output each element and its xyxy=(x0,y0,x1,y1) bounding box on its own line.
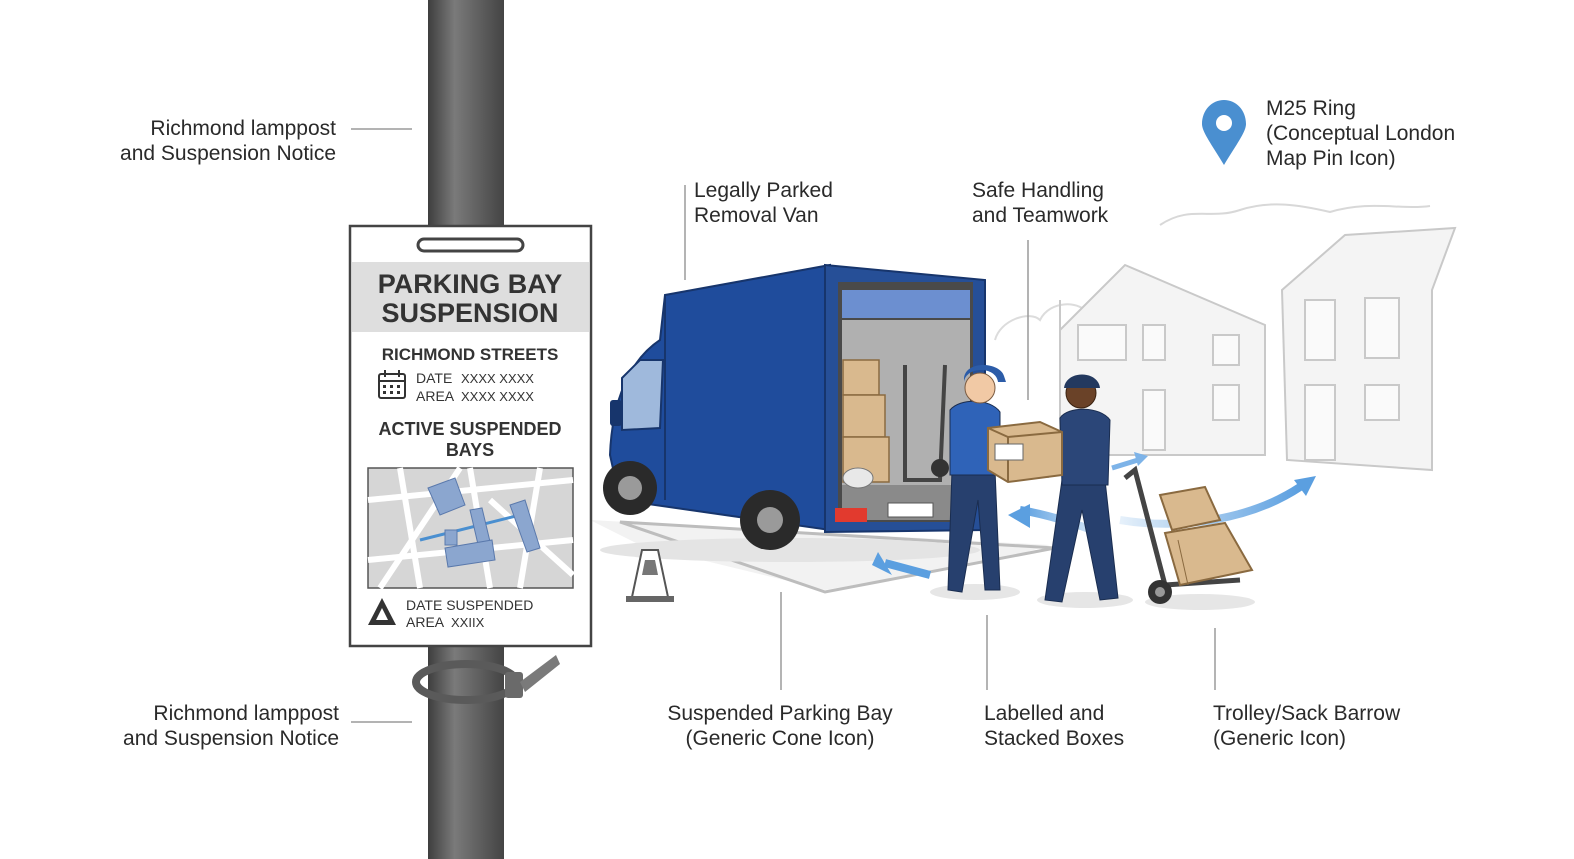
callout-trolley: Trolley/Sack Barrow (Generic Icon) xyxy=(1213,701,1400,751)
sign-active-line1: ACTIVE SUSPENDED xyxy=(378,419,561,439)
sign-active-line2: BAYS xyxy=(446,440,494,460)
sign-title-line2: SUSPENSION xyxy=(381,298,558,328)
sign-area-label: AREA xyxy=(416,388,455,404)
callout-lamppost-bottom-line2: and Suspension Notice xyxy=(123,727,339,750)
worker-left xyxy=(930,365,1020,600)
sign-footer-area-value: XXIIX xyxy=(451,615,485,630)
callout-m25-line2: (Conceptual London xyxy=(1266,122,1456,145)
callout-bay-line1: Suspended Parking Bay xyxy=(667,702,893,725)
sign-footer-area-label: AREA xyxy=(406,614,445,630)
cable-tie xyxy=(412,655,560,704)
callout-lamppost-top: Richmond lamppost and Suspension Notice xyxy=(120,116,336,166)
leader-lines xyxy=(351,128,1216,723)
callout-van-line1: Legally Parked xyxy=(694,179,833,202)
callout-lamppost-bottom: Richmond lamppost and Suspension Notice xyxy=(123,701,339,751)
callout-trolley-line1: Trolley/Sack Barrow xyxy=(1213,702,1401,725)
sign-date-label: DATE xyxy=(416,370,452,386)
house-left xyxy=(1059,263,1266,456)
worker-right xyxy=(1037,374,1133,608)
sign-area-value: XXXX XXXX xyxy=(461,389,534,404)
callout-handling-line1: Safe Handling xyxy=(972,179,1104,202)
callout-boxes-line1: Labelled and xyxy=(984,702,1105,725)
callout-handling-line2: and Teamwork xyxy=(972,204,1109,227)
warning-icon xyxy=(368,598,396,625)
sign-map xyxy=(367,466,576,590)
map-pin-icon xyxy=(1202,100,1246,165)
cloud-outline xyxy=(1159,203,1431,226)
sign-title-line1: PARKING BAY xyxy=(378,269,563,299)
sign-footer-line1: DATE SUSPENDED xyxy=(406,597,533,613)
tree-outline xyxy=(994,303,1091,341)
callout-lamppost-top-line2: and Suspension Notice xyxy=(120,142,336,165)
traffic-cone-icon xyxy=(626,549,674,602)
calendar-icon xyxy=(378,370,406,399)
callout-boxes-line2: Stacked Boxes xyxy=(984,727,1125,750)
callout-bay: Suspended Parking Bay (Generic Cone Icon… xyxy=(640,701,920,751)
callout-van-line2: Removal Van xyxy=(694,204,819,227)
house-right xyxy=(1280,226,1457,472)
callout-bay-line2: (Generic Cone Icon) xyxy=(685,727,875,750)
sack-barrow xyxy=(1123,465,1255,610)
callout-lamppost-bottom-line1: Richmond lamppost xyxy=(153,702,339,725)
callout-lamppost-top-line1: Richmond lamppost xyxy=(150,117,336,140)
callout-m25-line1: M25 Ring xyxy=(1266,97,1356,120)
callout-m25: M25 Ring (Conceptual London Map Pin Icon… xyxy=(1266,96,1455,171)
carried-box xyxy=(987,420,1063,484)
callout-van: Legally Parked Removal Van xyxy=(694,178,833,228)
callout-m25-line3: Map Pin Icon) xyxy=(1266,147,1396,170)
callout-boxes: Labelled and Stacked Boxes xyxy=(984,701,1124,751)
sign-streets: RICHMOND STREETS xyxy=(382,345,559,364)
sign-date-value: XXXX XXXX xyxy=(461,371,534,386)
callout-handling: Safe Handling and Teamwork xyxy=(972,178,1108,228)
callout-trolley-line2: (Generic Icon) xyxy=(1213,727,1347,750)
removal-van xyxy=(600,263,986,562)
suspension-sign: PARKING BAY SUSPENSION RICHMOND STREETS … xyxy=(348,224,593,648)
